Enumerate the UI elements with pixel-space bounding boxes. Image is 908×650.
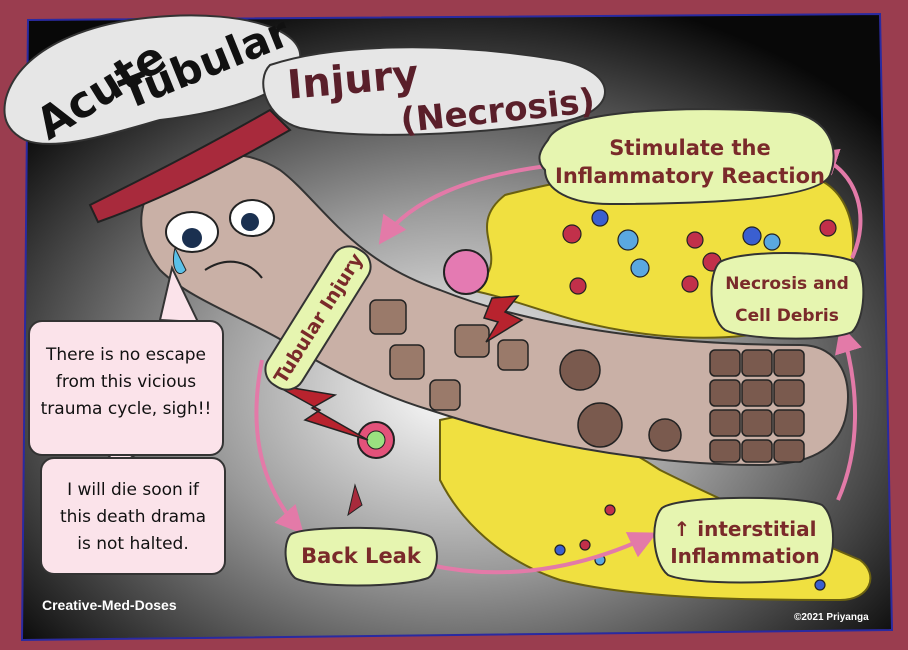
blood-vessel [88,108,292,224]
label-interstitial-bubble [653,496,834,584]
sloughed-cells [369,299,529,411]
lightning-bolt-right [482,295,524,343]
speech-bubble-escape-line2: from this vicious [55,372,197,392]
label-stimulate-line1: Stimulate the [609,136,770,160]
label-necrosis-line1: Necrosis and [725,274,849,294]
credit-right: ©2021 Priyanga [794,612,869,623]
label-back-leak: Back Leak [301,544,422,568]
speech-bubble-escape: There is no escape from this vicious tra… [28,320,224,456]
speech-bubble-death-line3: is not halted. [77,534,189,554]
label-stimulate-line2: Inflammatory Reaction [555,164,825,188]
speech-bubble-death-line1: I will die soon if [67,480,199,500]
label-necrosis-line2: Cell Debris [735,306,839,326]
speech-bubble-escape-line1: There is no escape [46,345,206,365]
crying-tubule-face [165,199,275,279]
cell-characters [347,249,489,517]
label-necrosis-bubble [710,252,865,340]
speech-bubble-death: I will die soon if this death drama is n… [40,457,226,575]
title-injury: Injury [286,51,421,108]
label-stimulate-bubble [538,108,835,206]
speech-bubble-escape-line3: trauma cycle, sigh!! [40,399,212,419]
necrotic-cells [559,349,805,463]
title-cloud-right [262,46,606,136]
label-interstitial-line2: Inflammation [670,544,820,568]
lightning-bolt-left [274,384,369,441]
credit-left: Creative-Med-Doses [42,597,177,613]
label-interstitial-line1: ↑ interstitial [674,517,817,541]
speech-bubble-death-line2: this death drama [59,507,207,527]
label-tubular-injury-bubble [264,245,372,391]
label-back-leak-bubble [284,526,438,587]
inflammatory-cells [554,209,837,591]
